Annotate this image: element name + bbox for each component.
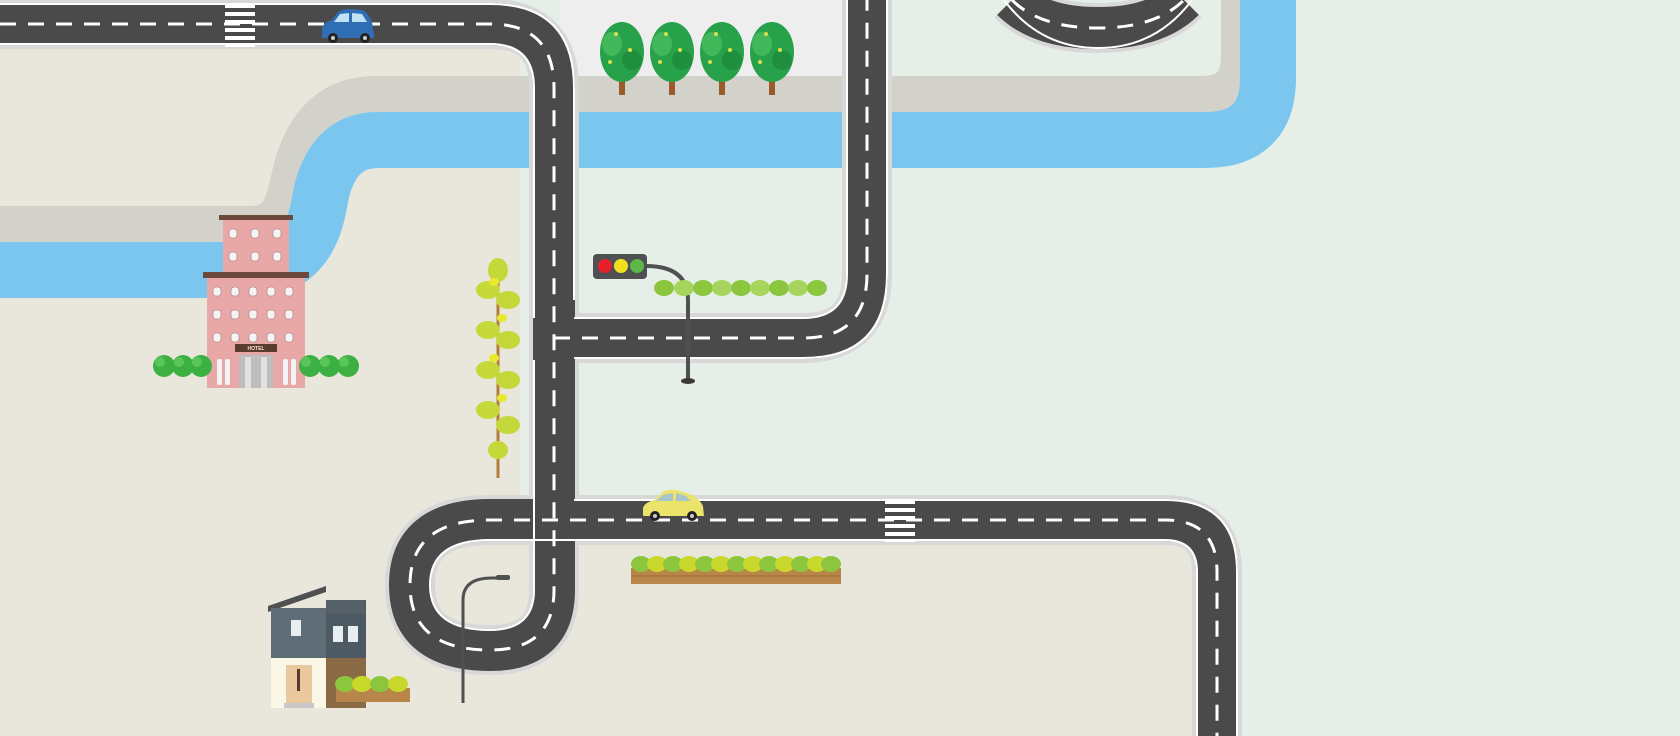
traffic-light[interactable] <box>593 254 695 384</box>
green-lamp <box>630 259 644 273</box>
tall-tree <box>476 258 520 478</box>
hotel: HOTEL <box>203 215 309 388</box>
blue-car[interactable] <box>322 9 374 43</box>
planter-south <box>631 556 841 584</box>
road-network <box>0 0 1242 736</box>
street-lamp <box>461 575 510 703</box>
sand-area-south <box>520 520 1230 736</box>
yellow-car[interactable] <box>643 489 704 521</box>
house-planter <box>335 676 410 702</box>
red-lamp <box>598 259 612 273</box>
yellow-lamp <box>614 259 628 273</box>
hotel-sign: HOTEL <box>248 346 265 352</box>
crosswalk-south <box>885 500 915 542</box>
hedge-row <box>654 280 827 296</box>
crosswalk-north <box>225 4 255 47</box>
